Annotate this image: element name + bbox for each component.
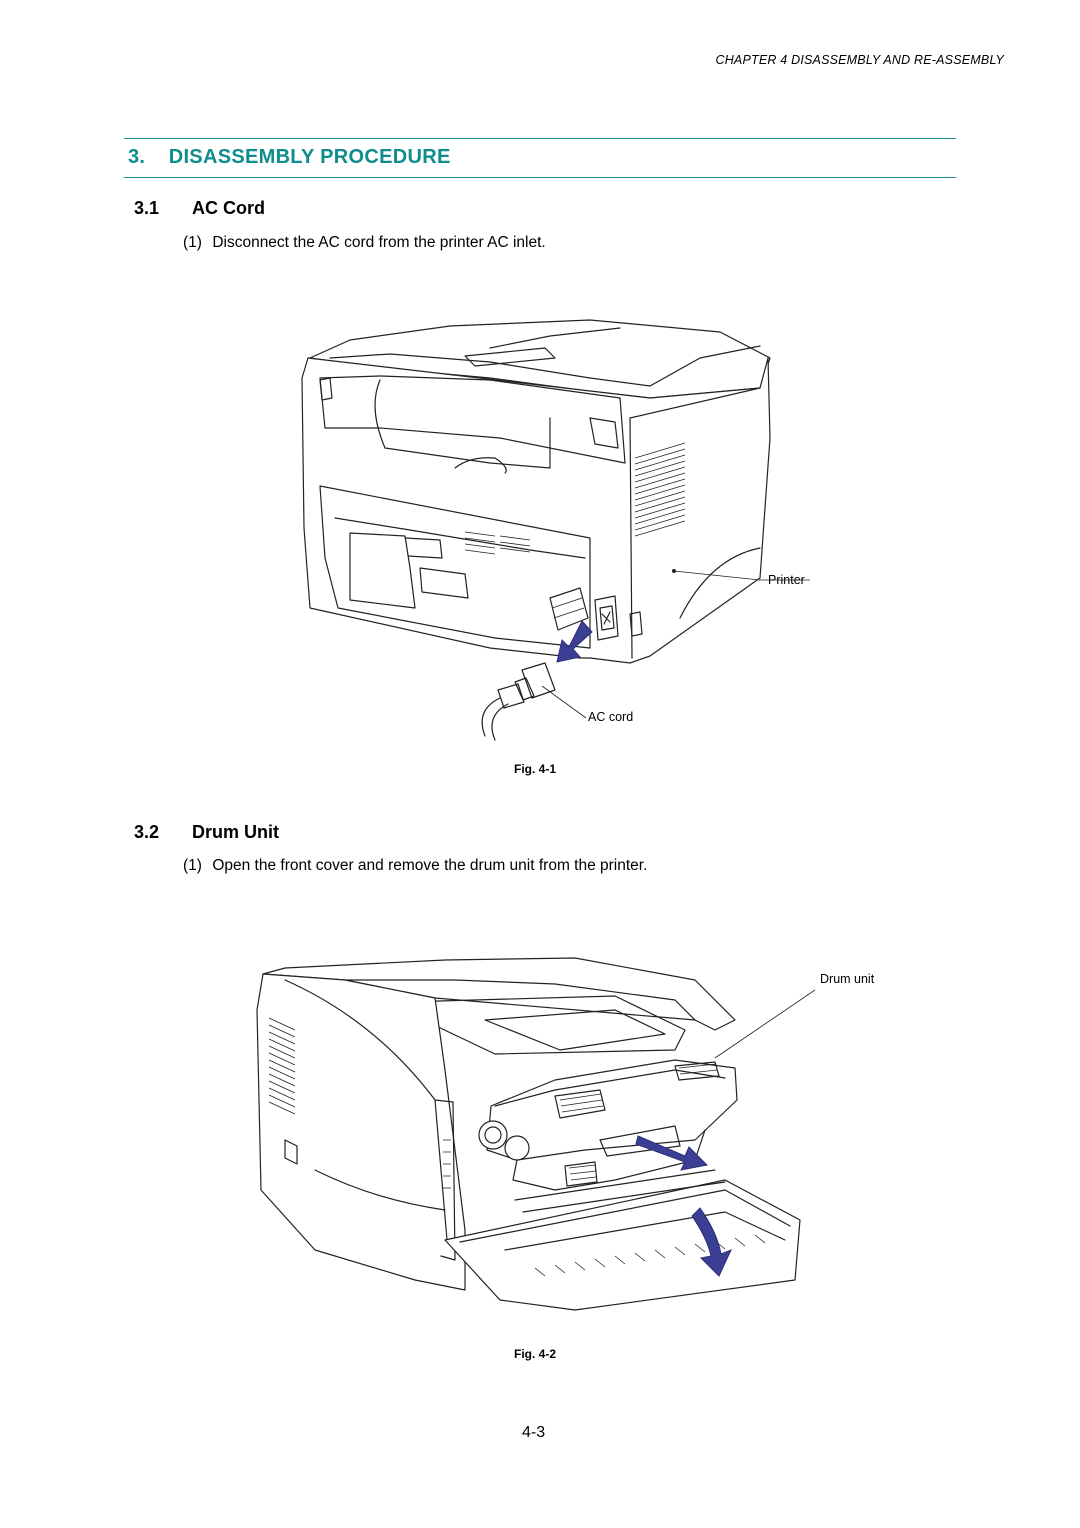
figure-caption: Fig. 4-2 — [514, 1347, 557, 1361]
chapter-header: CHAPTER 4 DISASSEMBLY AND RE-ASSEMBLY — [715, 53, 1004, 67]
subsection-number: 3.1 — [134, 198, 160, 218]
subsection-heading-drum-unit: 3.2 Drum Unit — [134, 822, 279, 843]
figure-printer-rear-illustration — [301, 319, 810, 741]
page-number: 4-3 — [522, 1424, 546, 1441]
step-text: Open the front cover and remove the drum… — [212, 857, 648, 874]
step-ac-cord: (1) Disconnect the AC cord from the prin… — [183, 234, 546, 252]
subsection-number: 3.2 — [134, 822, 160, 842]
figure-caption: Fig. 4-1 — [514, 762, 557, 776]
step-drum-unit: (1) Open the front cover and remove the … — [183, 857, 647, 875]
step-text: Disconnect the AC cord from the printer … — [212, 234, 546, 251]
step-number: (1) — [183, 857, 202, 874]
callout-drum-unit: Drum unit — [820, 972, 875, 986]
callout-printer: Printer — [768, 573, 805, 587]
step-number: (1) — [183, 234, 202, 251]
subsection-title: Drum Unit — [192, 822, 279, 842]
section-rule-bottom — [124, 177, 956, 178]
subsection-title: AC Cord — [192, 198, 265, 218]
figure-printer-front-illustration — [256, 957, 815, 1311]
subsection-heading-ac-cord: 3.1 AC Cord — [134, 198, 265, 219]
section-rule-top — [124, 138, 956, 139]
callout-ac-cord: AC cord — [588, 710, 634, 724]
section-title: 3. DISASSEMBLY PROCEDURE — [128, 146, 451, 168]
